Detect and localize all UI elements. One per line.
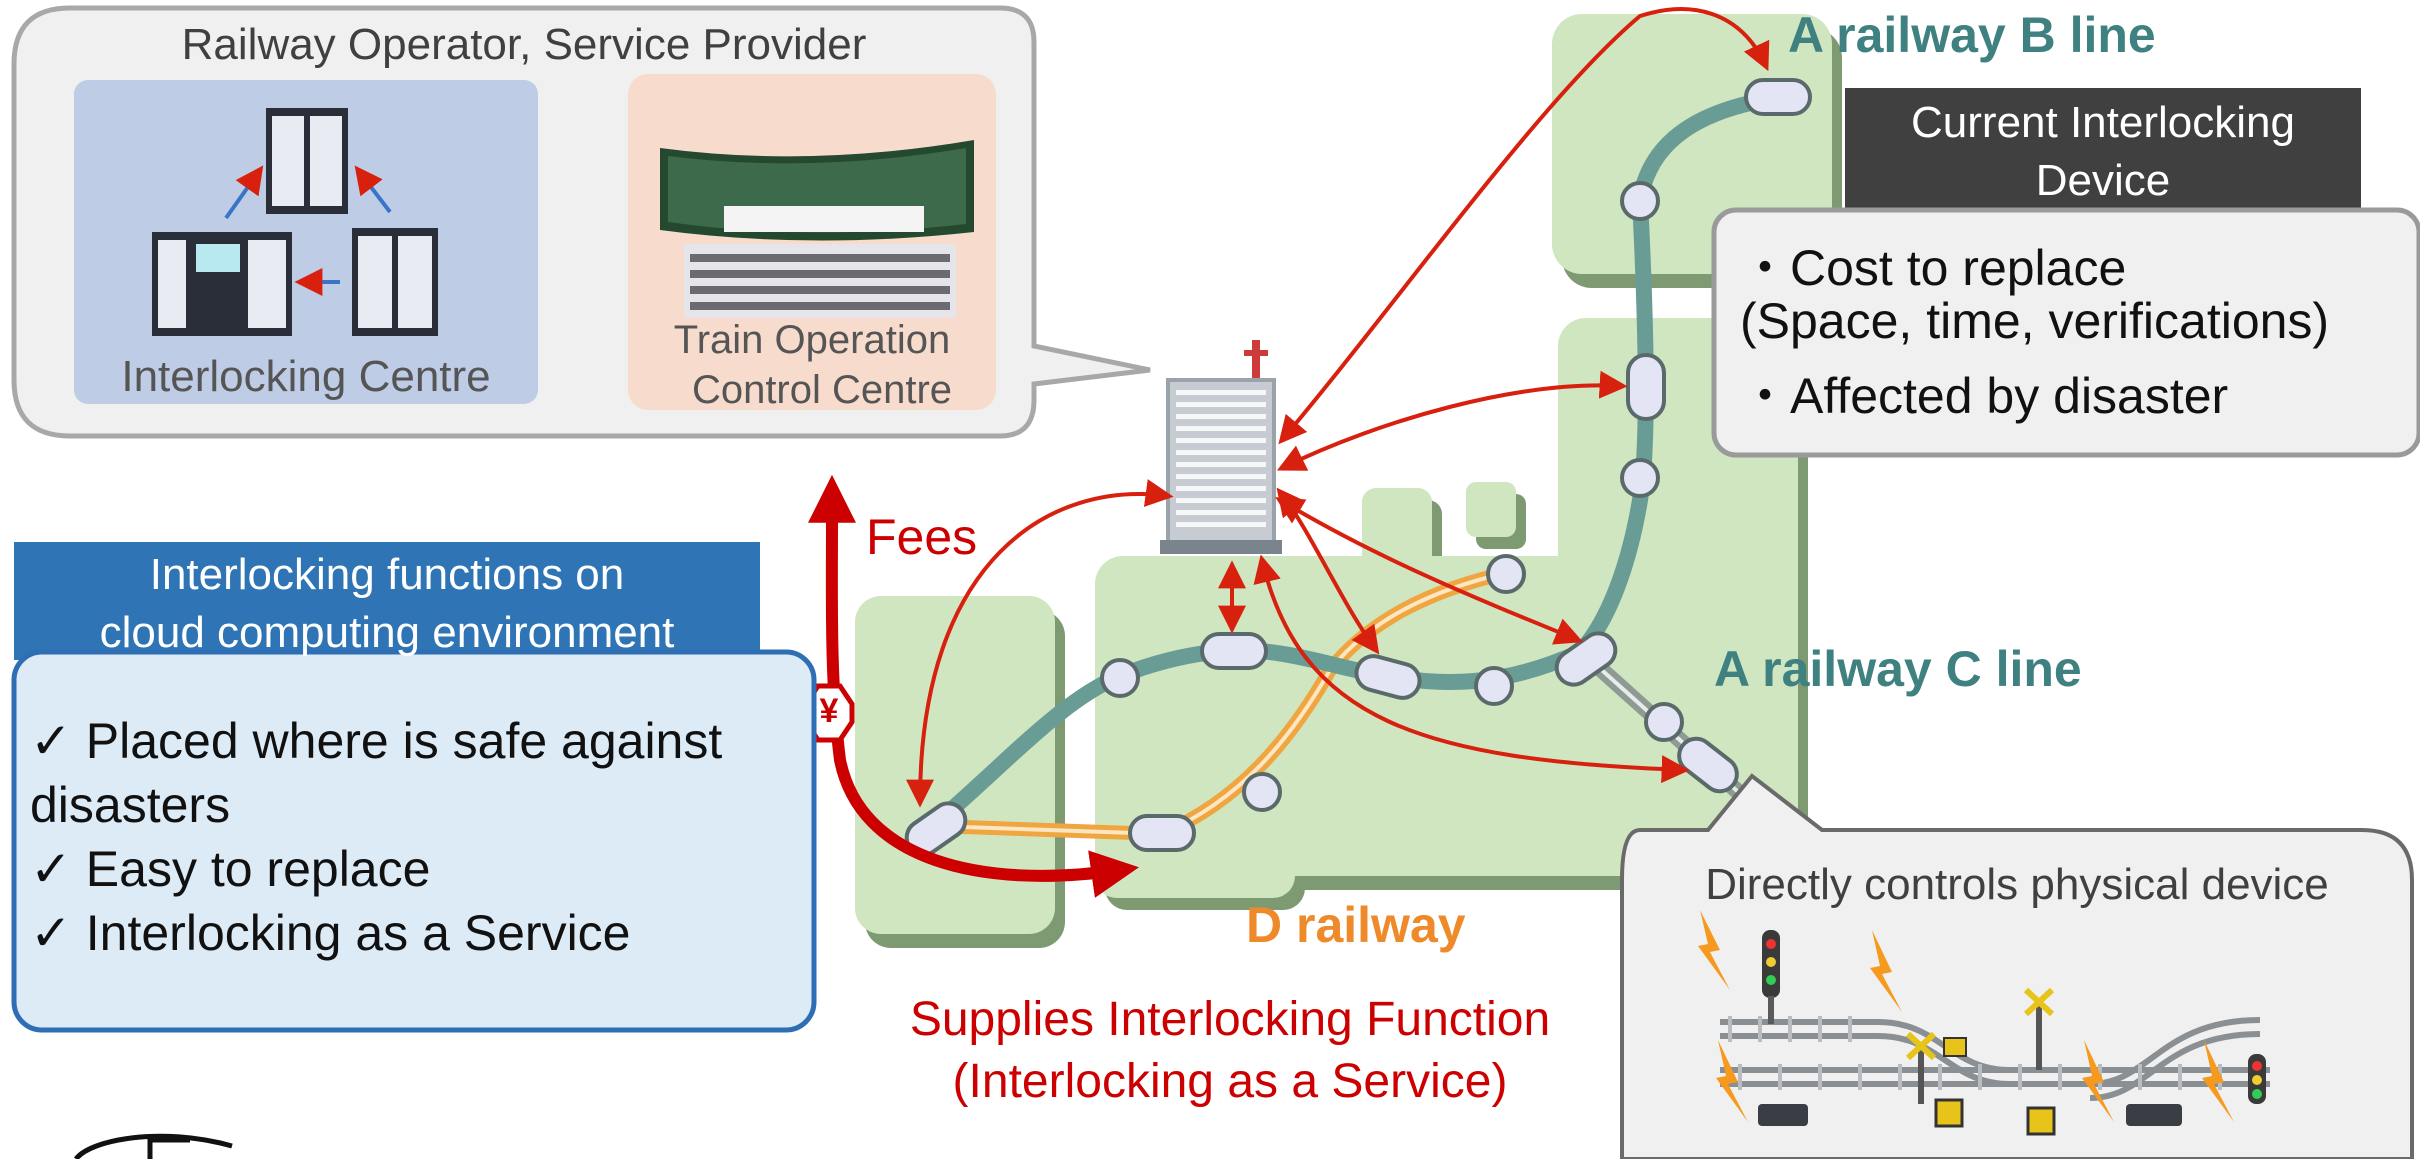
cloud-item: disasters bbox=[30, 777, 231, 833]
control-link-arrows bbox=[906, 7, 1770, 808]
d-railway-label: D railway bbox=[1246, 897, 1466, 953]
cloud-header-2: cloud computing environment bbox=[99, 608, 675, 657]
signal-icon bbox=[1762, 930, 2266, 1104]
cloud-header-bg bbox=[14, 542, 760, 660]
cloud-item: ✓ Placed where is safe against bbox=[30, 713, 723, 769]
yen-symbol: ¥ bbox=[819, 692, 839, 730]
logo-icon bbox=[73, 1133, 233, 1159]
control-centre-label-1: Train Operation bbox=[673, 318, 951, 362]
current-device-header-2: Device bbox=[2035, 156, 2171, 205]
server-rack-icons bbox=[152, 108, 438, 336]
cloud-item: ✓ Interlocking as a Service bbox=[30, 905, 631, 961]
physical-bubble bbox=[1620, 773, 2414, 1159]
fees-arrow bbox=[808, 474, 1140, 898]
supplies-label-1: Supplies Interlocking Function bbox=[909, 993, 1551, 1046]
fees-label: Fees bbox=[866, 509, 978, 565]
supplies-label-2: (Interlocking as a Service) bbox=[952, 1055, 1508, 1108]
b-line-label: A railway B line bbox=[1788, 7, 2156, 63]
provider-title: Railway Operator, Service Provider bbox=[181, 20, 867, 69]
current-device-header-1: Current Interlocking bbox=[1911, 98, 2295, 147]
interlocking-centre-label: Interlocking Centre bbox=[121, 352, 491, 401]
cloud-header-1: Interlocking functions on bbox=[149, 550, 625, 599]
control-centre-label-2: Control Centre bbox=[691, 368, 953, 412]
office-building-icon bbox=[1160, 340, 1282, 554]
level-crossing-icon bbox=[1905, 987, 2056, 1136]
control-room-icon bbox=[660, 140, 974, 318]
current-device-header-bg bbox=[1845, 88, 2361, 218]
cloud-item: ✓ Easy to replace bbox=[30, 841, 431, 897]
current-device-box bbox=[1711, 207, 2420, 458]
current-device-item: ・Cost to replace bbox=[1740, 240, 2127, 296]
current-device-item: ・Affected by disaster bbox=[1740, 368, 2229, 424]
point-machine-icon bbox=[1758, 1104, 2182, 1126]
c-line-label: A railway C line bbox=[1714, 641, 2082, 697]
current-device-item: (Space, time, verifications) bbox=[1740, 293, 2330, 349]
cloud-box bbox=[11, 649, 817, 1033]
physical-device-title: Directly controls physical device bbox=[1705, 860, 2329, 909]
